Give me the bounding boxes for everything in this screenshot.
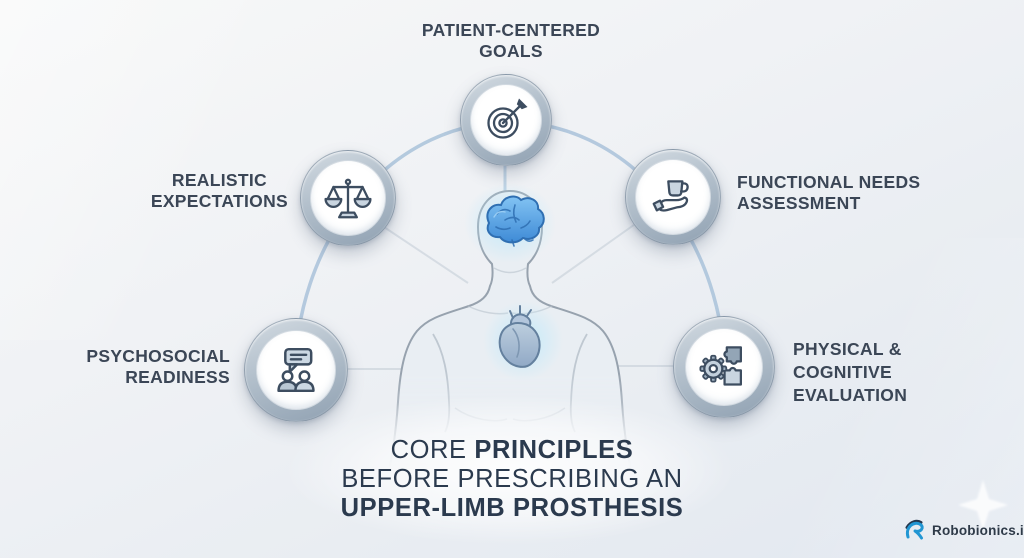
node-realistic-expectations [300,150,396,246]
conversation-people-icon [277,347,315,393]
title-line-1-bold: PRINCIPLES [474,436,634,464]
node-psychosocial-readiness [244,318,348,422]
title-line-3: UPPER-LIMB PROSTHESIS [340,494,684,522]
label-psychosocial-readiness: PSYCHOSOCIAL READINESS [86,346,230,387]
node-inner-circle [256,330,336,410]
title-line-2: BEFORE PRESCRIBING AN [341,465,683,493]
sparkle-decoration [958,480,1008,530]
gear-puzzle-icon [699,346,742,386]
node-functional-needs-assessment [625,149,721,245]
title-line-1-regular: CORE [390,436,467,464]
node-inner-circle [310,160,386,236]
brand-logo: Robobionics.in [903,518,1024,542]
hand-holding-cup-icon [652,180,689,212]
label-realistic-expectations: REALISTIC EXPECTATIONS [150,170,288,211]
balance-scale-icon [324,178,372,219]
label-patient-centered-goals: PATIENT-CENTERED GOALS [421,20,601,61]
node-patient-centered-goals [460,74,552,166]
heart-illustration [498,305,541,368]
robobionics-logo-icon [905,519,924,540]
node-inner-circle [685,328,763,406]
node-inner-circle [470,84,542,156]
brain-illustration [486,195,545,247]
label-physical-cognitive-evaluation: PHYSICAL & COGNITIVE EVALUATION [793,339,908,406]
main-title: CORE PRINCIPLES BEFORE PRESCRIBING AN UP… [0,436,1024,523]
node-physical-cognitive-evaluation [673,316,775,418]
label-functional-needs-assessment: FUNCTIONAL NEEDS ASSESSMENT [737,172,921,213]
target-arrow-icon [487,98,528,139]
node-inner-circle [635,159,711,235]
brand-name: Robobionics.in [932,522,1024,538]
title-line-1: CORE PRINCIPLES [0,436,1024,465]
